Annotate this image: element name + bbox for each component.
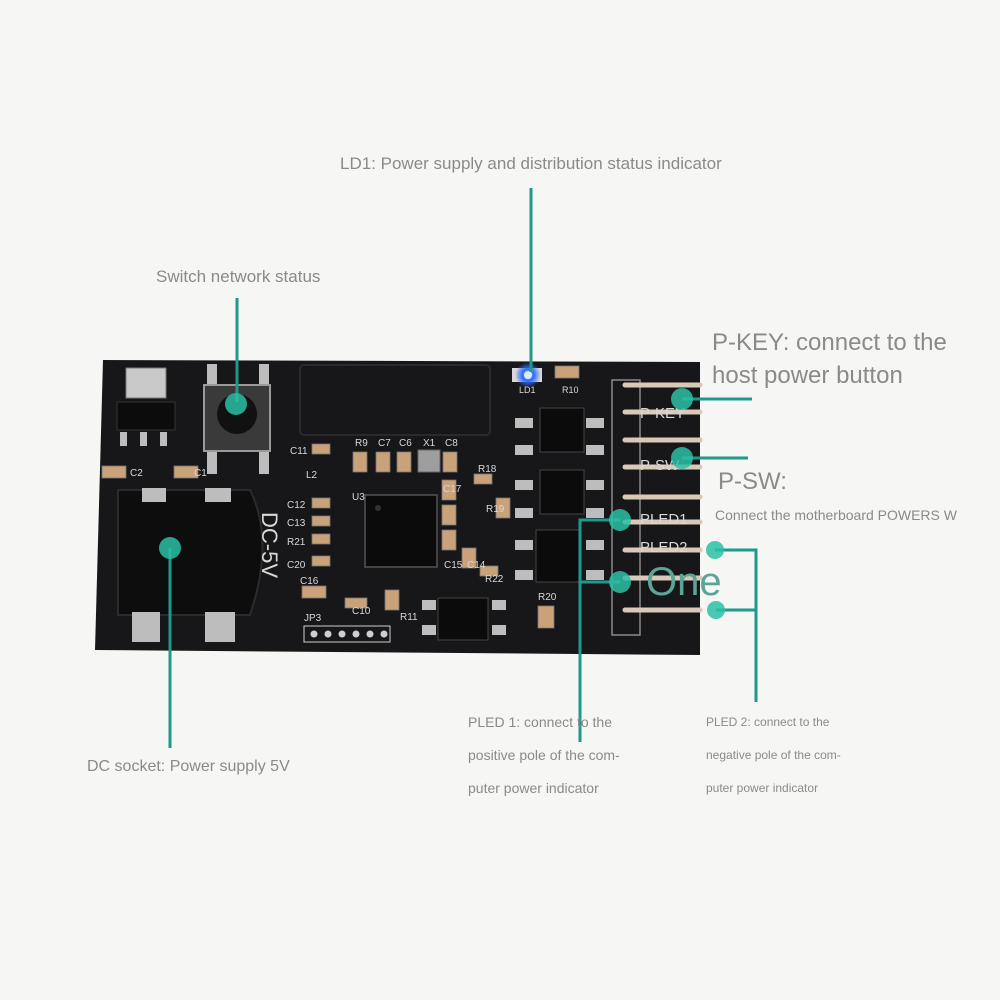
svg-text:R20: R20 xyxy=(538,592,557,603)
svg-text:JP3: JP3 xyxy=(304,613,322,624)
svg-text:X1: X1 xyxy=(423,438,436,449)
svg-text:C7: C7 xyxy=(378,438,391,449)
svg-text:C20: C20 xyxy=(287,560,306,571)
dc-socket xyxy=(117,488,264,642)
led-ld1 xyxy=(512,362,542,388)
svg-text:C2: C2 xyxy=(130,468,143,479)
callout-dots xyxy=(159,388,725,619)
jp3-header xyxy=(303,625,391,643)
svg-text:R10: R10 xyxy=(562,385,579,395)
driver-chip xyxy=(422,597,506,641)
svg-text:R21: R21 xyxy=(287,537,306,548)
pled2-callout-line2: negative pole of the com- xyxy=(706,748,841,762)
pled2-callout-line3: puter power indicator xyxy=(706,781,819,795)
pkey-callout-line2: host power button xyxy=(712,362,903,389)
svg-text:P-KEY: P-KEY xyxy=(640,405,685,422)
pled2-callout-line1: PLED 2: connect to the xyxy=(706,715,830,729)
svg-text:R22: R22 xyxy=(485,574,504,585)
smd-components xyxy=(101,365,580,629)
pkey-callout-line1: P-KEY: connect to the xyxy=(712,329,947,356)
psw-callout-title: P-SW: xyxy=(718,468,787,495)
svg-text:C13: C13 xyxy=(287,518,306,529)
svg-text:C17: C17 xyxy=(443,484,462,495)
pled1-callout-line2: positive pole of the com- xyxy=(468,747,620,763)
svg-text:LD1: LD1 xyxy=(519,385,536,395)
svg-text:R11: R11 xyxy=(400,612,418,623)
pled1-callout-line3: puter power indicator xyxy=(468,780,599,796)
svg-text:L2: L2 xyxy=(306,470,318,481)
svg-text:PLED2: PLED2 xyxy=(640,539,688,556)
svg-text:C15: C15 xyxy=(444,560,463,571)
svg-text:C11: C11 xyxy=(290,446,308,457)
svg-text:C6: C6 xyxy=(399,438,412,449)
psw-callout-desc: Connect the motherboard POWERS W xyxy=(715,507,957,523)
svg-text:P-SW: P-SW xyxy=(640,457,680,474)
crystal-oscillator xyxy=(417,449,441,473)
svg-text:C16: C16 xyxy=(300,576,319,587)
svg-text:R9: R9 xyxy=(355,438,368,449)
silkscreen-labels: DC-5V LD1 R10 C2 C1 C11 R9 C7 C6 X1 C8 L… xyxy=(130,385,688,624)
ld1-callout-label: LD1: Power supply and distribution statu… xyxy=(340,154,722,173)
svg-text:U3: U3 xyxy=(352,492,365,503)
voltage-regulator xyxy=(116,367,176,446)
microcontroller-chip xyxy=(364,494,438,568)
svg-text:R19: R19 xyxy=(486,504,505,515)
svg-text:C10: C10 xyxy=(352,606,371,617)
svg-text:C8: C8 xyxy=(445,438,458,449)
svg-text:DC-5V: DC-5V xyxy=(257,512,282,578)
one-overlay-text: One xyxy=(646,560,722,604)
svg-text:R18: R18 xyxy=(478,464,497,475)
dc-callout-label: DC socket: Power supply 5V xyxy=(87,758,290,775)
svg-text:C1: C1 xyxy=(194,468,207,479)
svg-text:C12: C12 xyxy=(287,500,306,511)
svg-text:C14: C14 xyxy=(467,560,486,571)
svg-text:PLED1: PLED1 xyxy=(640,511,688,528)
pled1-callout-line1: PLED 1: connect to the xyxy=(468,714,612,730)
switch-callout-label: Switch network status xyxy=(156,267,321,286)
